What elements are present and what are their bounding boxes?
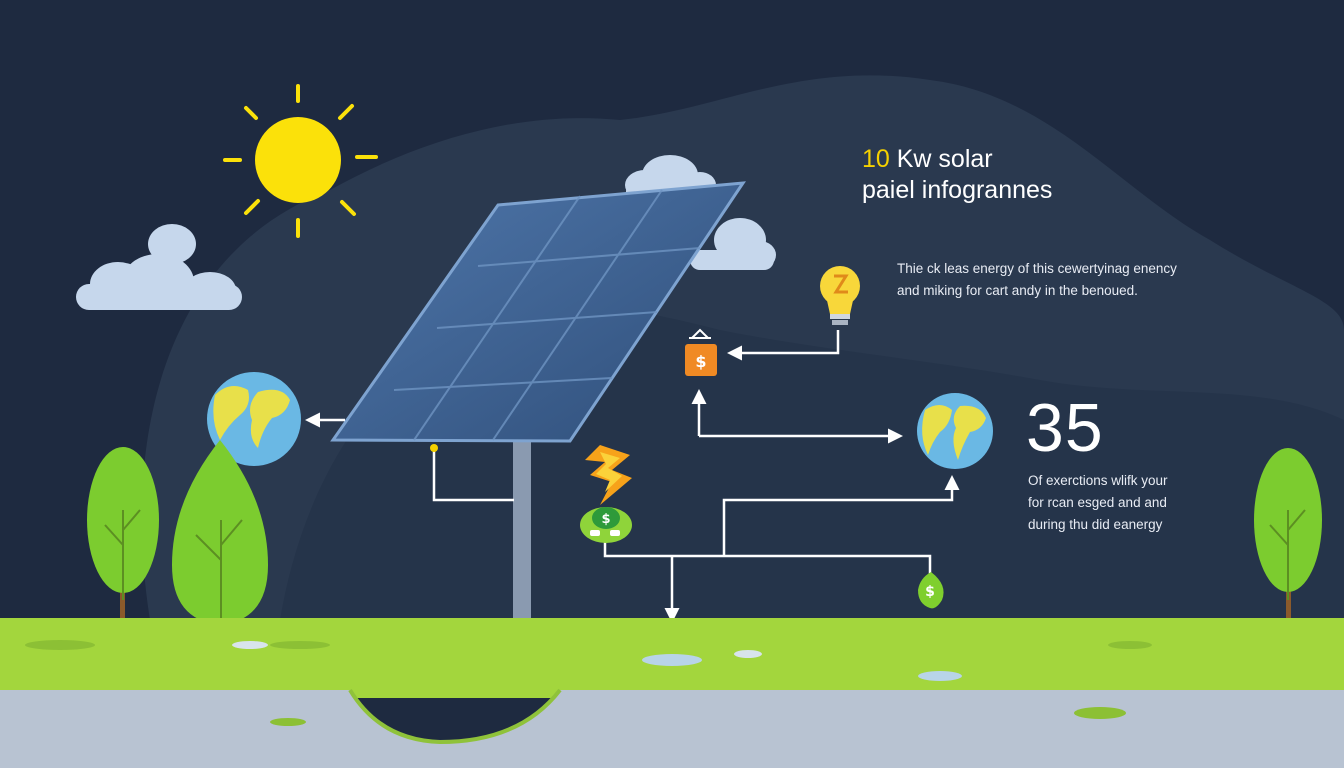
description-text: Thie ck leas energy of this cewertyinag … [897,258,1227,302]
stat-description-line-3: during thu did eanergy [1028,517,1163,532]
tree-right [1254,448,1322,650]
infographic-title: 10 Kw solar paiel infogrannes [862,144,1052,206]
dollar-sign: $ [601,512,610,527]
flow-lines [305,330,960,623]
dollar-leaf-icon: $ [918,572,944,609]
title-highlight: 10 [862,145,890,173]
stat-description-line-1: Of exerctions wlifk your [1028,473,1168,488]
tree-left-small [87,447,159,650]
cloud-left [76,224,242,310]
money-bag-icon: $ [685,328,717,376]
title-line-2: paiel infogrannes [862,176,1053,204]
globe-icon [917,393,993,469]
description-line-2: and miking for cart andy in the benoued. [897,283,1138,298]
dollar-sign: $ [695,352,706,371]
lightning-bolt-icon [585,445,632,505]
stat-value: 35 [1026,390,1104,466]
title-line-1: 10 Kw solar [862,144,1052,175]
stat-description-line-2: for rcan esged and and [1028,495,1167,510]
ground [0,618,1344,768]
sun-icon [223,84,378,238]
globe-icon [207,372,301,466]
money-icon: $ [580,507,632,543]
light-bulb-icon [820,266,860,325]
stat-description: Of exerctions wlifk your for rcan esged … [1028,470,1248,536]
dollar-sign: $ [925,584,935,600]
title-line-1-rest: Kw solar [889,145,993,173]
description-line-1: Thie ck leas energy of this cewertyinag … [897,261,1177,276]
